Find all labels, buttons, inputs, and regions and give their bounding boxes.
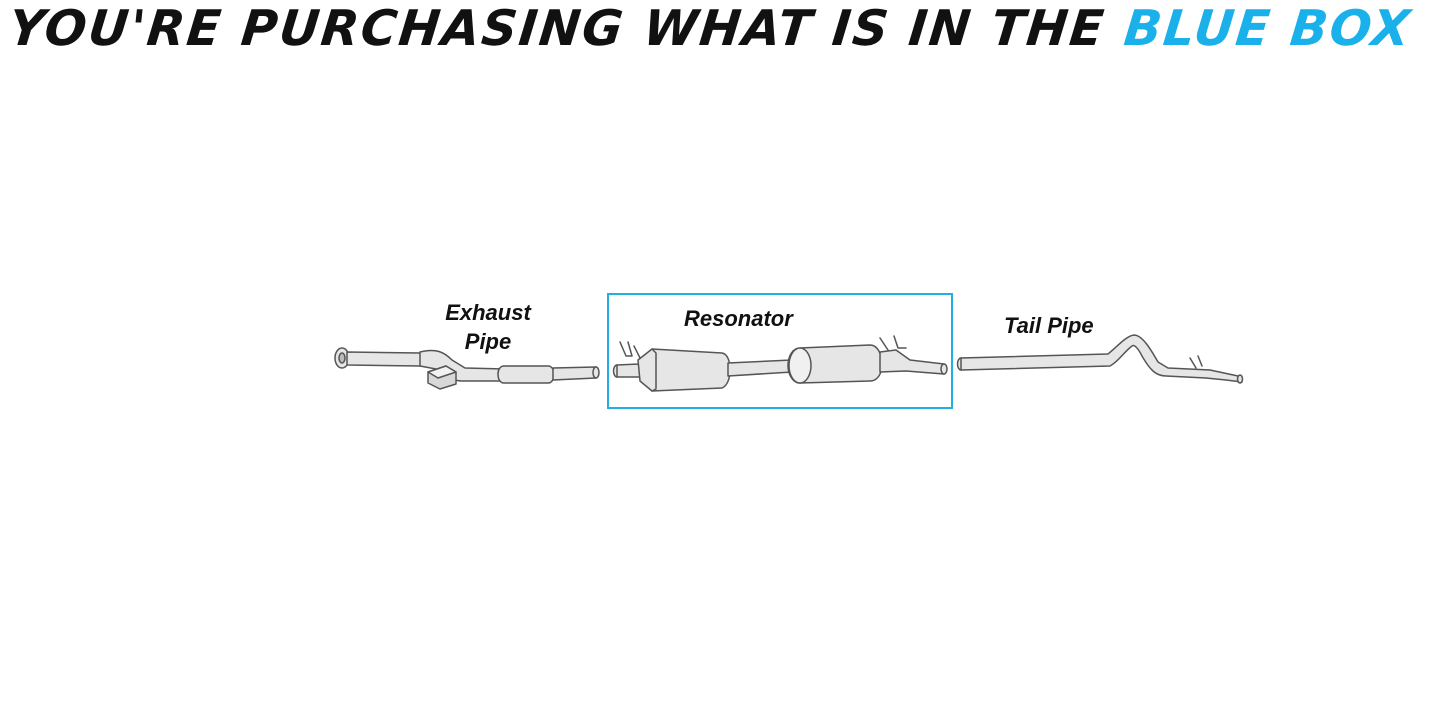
exhaust-pipe-label-line1: Exhaust: [445, 300, 531, 325]
resonator-label: Resonator: [684, 306, 793, 331]
exhaust-pipe-label: Exhaust Pipe: [438, 298, 538, 356]
resonator-illustration: [612, 335, 948, 392]
purchase-highlight-box: [607, 293, 953, 409]
exhaust-pipe-label-line2: Pipe: [464, 329, 512, 354]
tail-pipe-illustration: [956, 334, 1244, 384]
exhaust-pipe-illustration: [334, 347, 600, 390]
tail-pipe-label: Tail Pipe: [1004, 313, 1094, 338]
